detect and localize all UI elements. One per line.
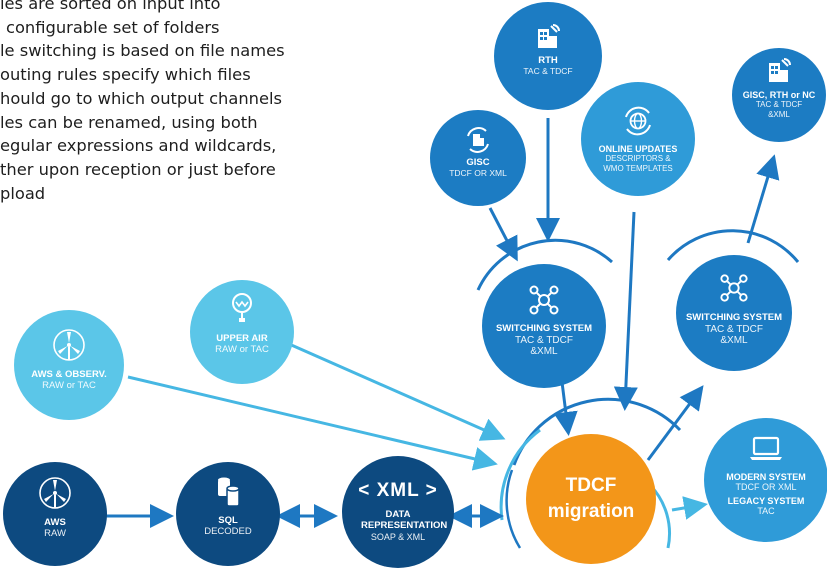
arrow-awsobserv-to-tdcf [127,375,498,471]
intro-bullet: configurable set of folders [6,17,220,37]
node-title: UPPER AIR [216,333,268,344]
node-title: SWITCHING SYSTEM [495,323,593,334]
node-online-updates: ONLINE UPDATES DESCRIPTORS & WMO TEMPLAT… [581,82,695,196]
wind-turbine-icon [39,477,71,509]
node-subtitle: TDCF OR XML [449,167,507,178]
node-title: TDCF [565,475,617,497]
arrow-tdcf-to-switching-right [646,385,704,461]
node-subtitle: RAW [44,527,66,539]
database-icon [218,477,240,507]
node-modern-system: MODERN SYSTEM TDCF OR XML LEGACY SYSTEM … [704,418,827,542]
intro-bullet: hould go to which output channels [0,88,283,108]
node-subtitle-secondary: TAC [757,506,775,517]
tdcf-arc-left [505,469,522,549]
node-subtitle: TAC & TDCF &XML [755,100,803,119]
intro-bullet: les are sorted on input into [0,0,221,13]
node-title: MODERN SYSTEM [726,472,806,482]
node-subtitle: DESCRIPTORS & WMO TEMPLATES [603,154,673,173]
node-subtitle: TAC & TDCF [523,65,573,76]
network-nodes-icon [720,274,748,302]
arrow-gisc-to-switching [488,207,518,262]
arrow-updates-to-tdcf [613,211,638,411]
intro-bullet-list: les are sorted on input into configurabl… [0,0,360,205]
intro-bullet: le switching is based on file names [0,41,285,61]
arrow-switching-to-gisc-nc [746,154,780,244]
node-title: RTH [538,55,558,66]
building-satellite-icon [769,58,791,82]
globe-refresh-icon [625,106,651,136]
node-subtitle: RAW or TAC [215,343,269,355]
node-aws-observ: AWS & OBSERV. RAW or TAC [14,310,124,420]
node-aws: AWS RAW [3,462,107,566]
node-subtitle: DECODED [204,525,252,537]
node-subtitle: TAC & TDCF &XML [705,323,763,347]
node-subtitle: RAW or TAC [42,379,96,391]
node-upper-air: UPPER AIR RAW or TAC [190,280,294,384]
intro-bullet: ther upon reception or just before [0,159,276,179]
node-title: ONLINE UPDATES [598,144,678,154]
node-title: AWS & OBSERV. [31,369,107,380]
node-data-representation: < XML > DATA REPRESENTATION SOAP & XML [342,456,454,568]
balloon-icon [232,293,252,322]
network-nodes-icon [529,285,559,315]
node-title-secondary: migration [547,501,635,522]
arrow-switching-to-tdcf [553,381,578,436]
node-rth: RTH TAC & TDCF [494,2,602,110]
intro-bullet: pload [0,183,46,203]
intro-bullet: les can be renamed, using both [0,112,258,132]
node-title: AWS [44,517,66,528]
node-title: SQL [218,515,238,526]
node-title: DATA REPRESENTATION [361,509,448,531]
node-subtitle: SOAP & XML [370,531,426,542]
node-switching-center: SWITCHING SYSTEM TAC & TDCF &XML [482,264,606,388]
arrow-upperair-to-tdcf [279,338,506,441]
node-switching-right: SWITCHING SYSTEM TAC & TDCF &XML [676,255,792,371]
intro-bullet: outing rules specify which files [0,65,251,85]
arrow-tdcf-to-modern [671,496,708,520]
switching-center-arc [476,238,613,291]
node-sql: SQL DECODED [176,462,280,566]
node-tdcf-migration: TDCF migration [526,434,656,564]
node-subtitle: TDCF OR XML [735,482,797,493]
laptop-icon [750,436,782,460]
building-satellite-icon [538,24,560,48]
node-title: GISC [466,157,490,168]
node-subtitle: TAC & TDCF &XML [515,334,573,358]
node-title: SWITCHING SYSTEM [685,312,783,323]
building-exchange-icon [467,127,489,153]
switching-right-arc [666,229,800,263]
node-title: GISC, RTH or NC [742,90,816,100]
intro-bullet: egular expressions and wildcards, [0,136,277,156]
node-title-secondary: LEGACY SYSTEM [727,495,805,506]
wind-turbine-icon [53,329,85,361]
xml-tag-icon: < XML > [358,480,438,501]
node-gisc-rth-nc: GISC, RTH or NC TAC & TDCF &XML [732,48,826,142]
node-gisc: GISC TDCF OR XML [430,110,526,206]
